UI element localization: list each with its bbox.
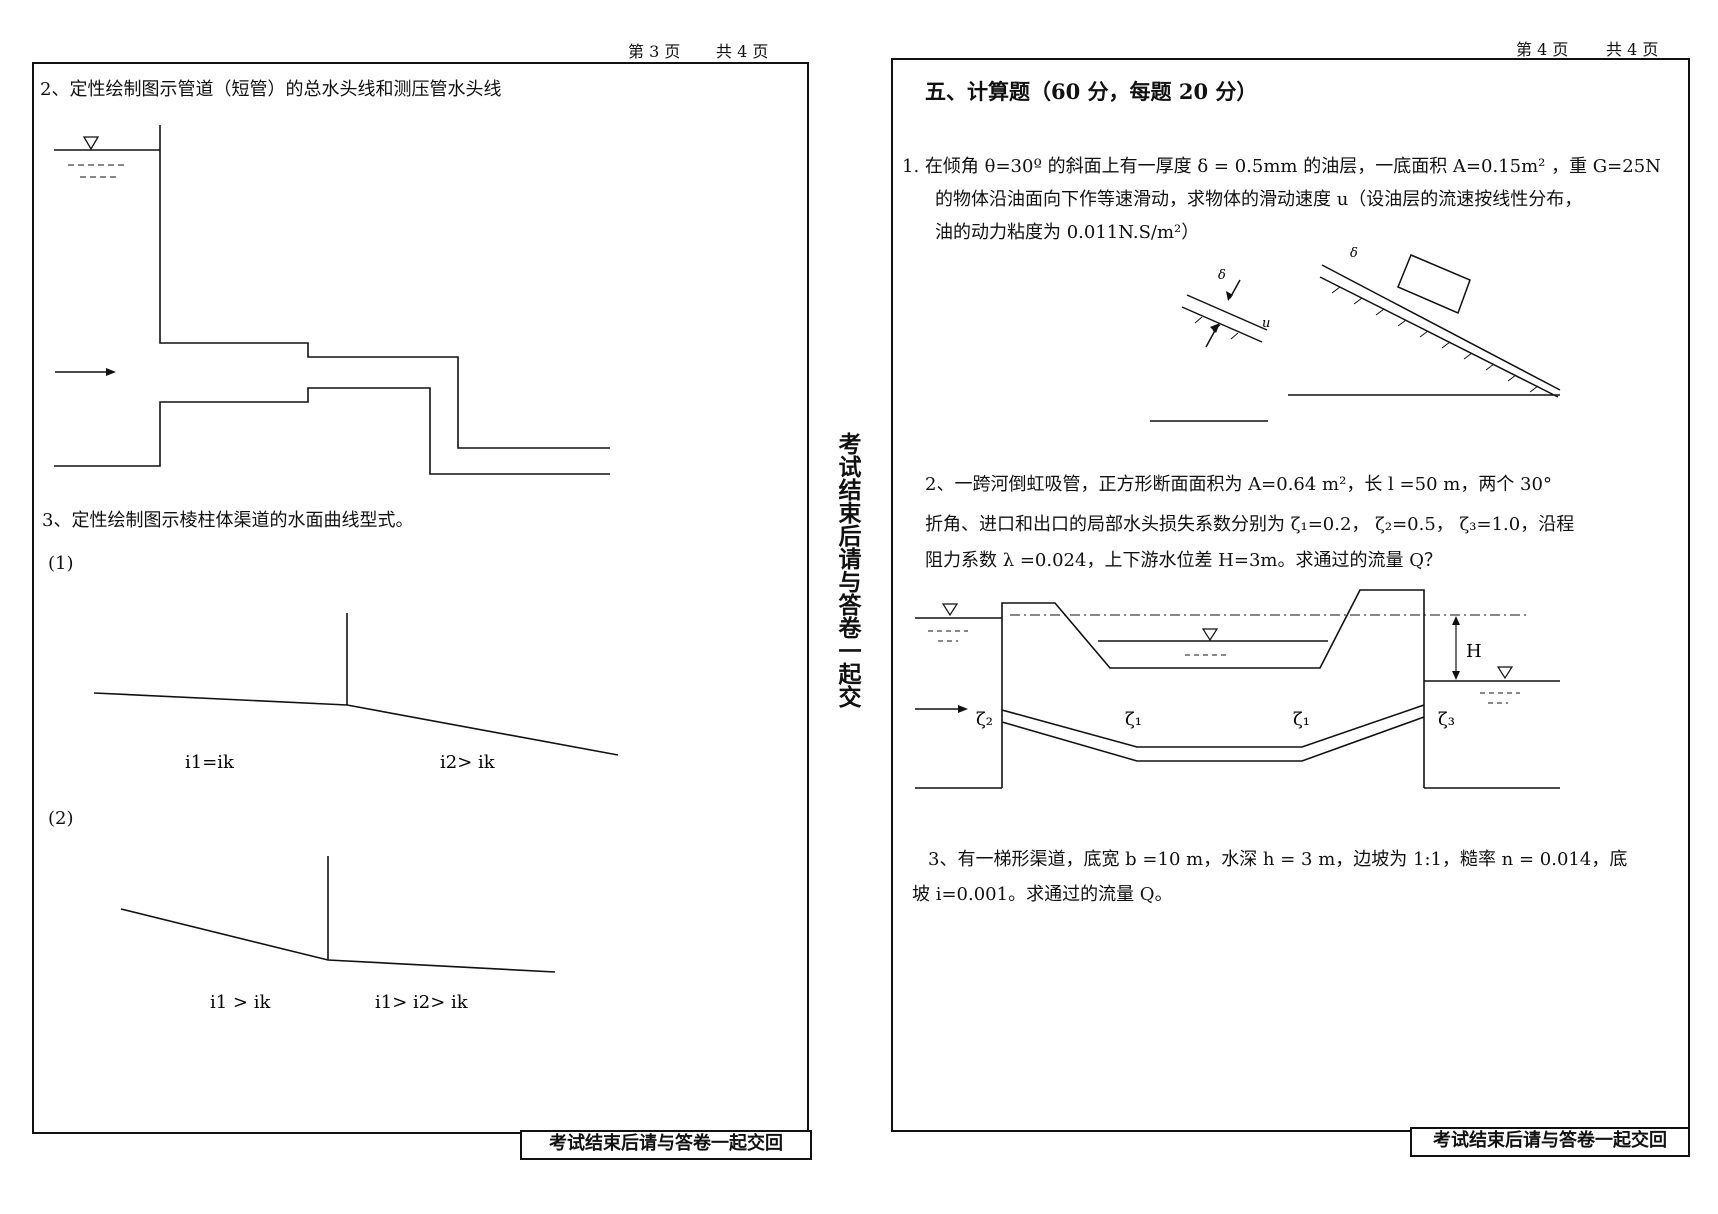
incline-hatching xyxy=(1194,286,1539,393)
pipe-lower-wall xyxy=(54,387,610,475)
section-title: 五、计算题（60 分，每题 20 分） xyxy=(925,79,1258,104)
page3-number: 第 3 页 xyxy=(628,42,681,61)
part2-label: (2) xyxy=(48,808,74,829)
pipe-diagram xyxy=(54,125,610,475)
page4-number: 第 4 页 xyxy=(1516,40,1569,59)
q1-line3: 油的动力粘度为 0.011N.S/m²） xyxy=(935,222,1200,243)
q1-line2: 的物体沿油面向下作等速滑动，求物体的滑动速度 u（设油层的流速按线性分布， xyxy=(935,189,1583,210)
page4-total: 共 4 页 xyxy=(1606,40,1659,59)
zeta1b-label: ζ₁ xyxy=(1293,709,1310,730)
page3-footer: 考试结束后请与答卷一起交回 xyxy=(520,1130,812,1160)
channel-profile-1: i1=ik i2> ik xyxy=(93,613,619,773)
delta-arrow-head-bottom xyxy=(1210,323,1220,333)
q2-line1: 2、一跨河倒虹吸管，正方形断面面积为 A=0.64 m²，长 l =50 m，两… xyxy=(925,474,1552,495)
q3-line2: 坡 i=0.001。求通过的流量 Q。 xyxy=(912,884,1173,905)
incline-top-surface xyxy=(1321,264,1561,391)
page3-total: 共 4 页 xyxy=(716,42,769,61)
water-dash-marks-2 xyxy=(928,630,1520,704)
siphon-pipe-top xyxy=(1001,704,1425,748)
siphon-pipe-bottom xyxy=(1001,716,1425,762)
downstream-level-triangle-icon xyxy=(1496,666,1514,680)
p2-left-slope: i1 > ik xyxy=(210,992,271,1013)
head-dimension xyxy=(1452,616,1460,680)
channel-profile-2: i1 > ik i1> i2> ik xyxy=(120,856,556,1013)
zeta2-label: ζ₂ xyxy=(976,709,993,730)
oil-layer-bottom xyxy=(1181,306,1263,343)
detail-u-label: u xyxy=(1262,316,1270,331)
pipe-upper-wall xyxy=(159,125,610,449)
inflow-arrow-icon xyxy=(915,705,968,713)
zeta3-label: ζ₃ xyxy=(1438,709,1455,730)
q2-line2: 折角、进口和出口的局部水头损失系数分别为 ζ₁=0.2， ζ₂=0.5， ζ₃=… xyxy=(925,514,1575,535)
flow-arrow-icon xyxy=(55,368,116,376)
sliding-block xyxy=(1397,254,1471,315)
part1-label: (1) xyxy=(48,553,74,574)
page4-footer: 考试结束后请与答卷一起交回 xyxy=(1410,1127,1690,1157)
channel-bed-2 xyxy=(120,908,556,973)
q2-line3: 阻力系数 λ =0.024，上下游水位差 H=3m。求通过的流量 Q？ xyxy=(925,550,1442,571)
incline-diagram: δ u δ xyxy=(1150,246,1561,422)
zeta1a-label: ζ₁ xyxy=(1125,709,1142,730)
channel-bed-1 xyxy=(93,692,619,756)
head-label: H xyxy=(1466,641,1482,662)
detail-delta-label: δ xyxy=(1218,268,1226,283)
p2-right-slope: i1> i2> ik xyxy=(375,992,469,1013)
incline-oil-surface xyxy=(1319,276,1559,398)
water-level-triangle-icon xyxy=(82,136,100,151)
water-dash-marks xyxy=(68,164,128,178)
incline-delta-label: δ xyxy=(1350,246,1358,261)
page3-question-2: 2、定性绘制图示管道（短管）的总水头线和测压管水头线 xyxy=(40,79,502,100)
page4-frame xyxy=(891,58,1690,1132)
siphon-diagram: H ζ₂ ζ₁ ζ₁ ζ₃ xyxy=(915,589,1560,789)
oil-layer-top xyxy=(1186,294,1268,331)
page3-question-3: 3、定性绘制图示棱柱体渠道的水面曲线型式。 xyxy=(42,510,414,531)
delta-arrow-head-top xyxy=(1226,291,1233,301)
upstream-level-triangle-icon xyxy=(941,603,959,617)
river-level-triangle-icon xyxy=(1201,628,1219,642)
q3-line1: 3、有一梯形渠道，底宽 b =10 m，水深 h = 3 m，边坡为 1:1，糙… xyxy=(928,849,1628,870)
gutter-vertical-text: 考试结束后请与答卷一起交 xyxy=(834,432,861,708)
p1-left-slope: i1=ik xyxy=(185,752,235,773)
page3-frame xyxy=(32,62,809,1134)
p1-right-slope: i2> ik xyxy=(440,752,496,773)
q1-line1: 1. 在倾角 θ=30º 的斜面上有一厚度 δ = 0.5mm 的油层，一底面积… xyxy=(902,156,1661,177)
river-bank-profile xyxy=(1001,589,1425,788)
